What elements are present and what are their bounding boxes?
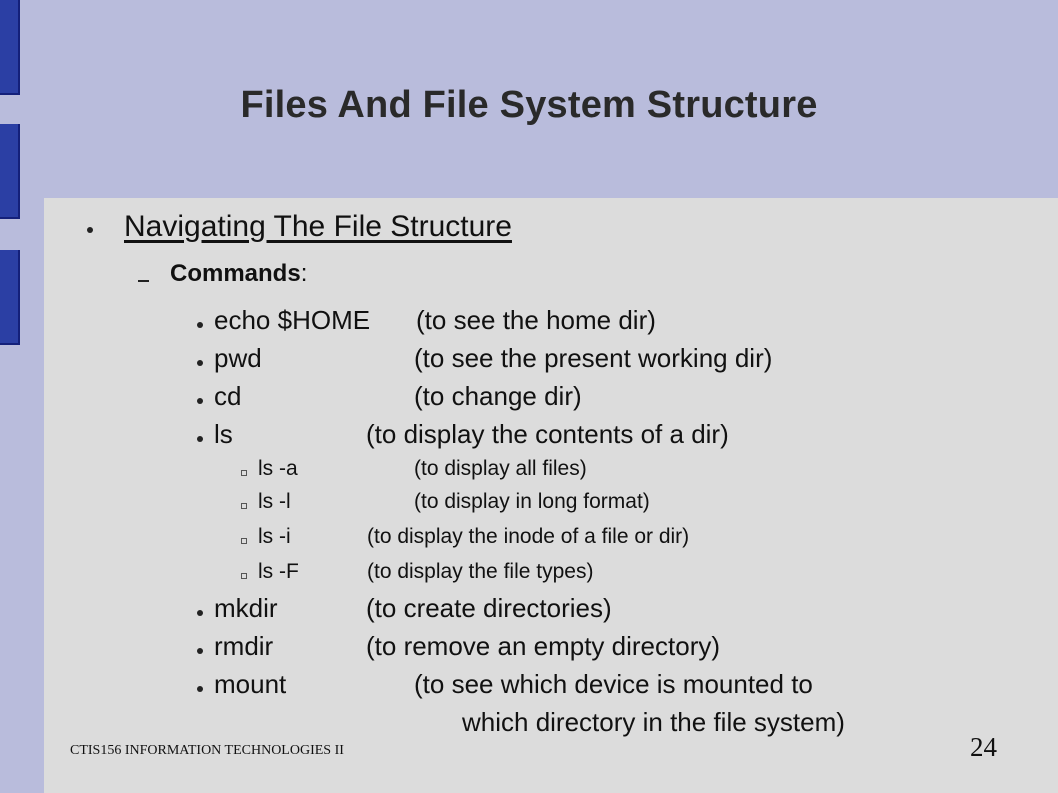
side-bar-decoration-middle — [0, 124, 20, 219]
bullet-dot-icon — [197, 436, 203, 442]
command-name: rmdir — [214, 631, 274, 661]
bullet-dot-icon — [87, 227, 93, 233]
bullet-dot-icon — [197, 648, 203, 654]
option-description: (to display the inode of a file or dir) — [367, 525, 690, 548]
square-bullet-icon — [241, 503, 247, 509]
command-description: (to see which device is mounted to — [414, 669, 813, 699]
bullet-dot-icon — [197, 398, 203, 404]
bullet-dot-icon — [197, 360, 203, 366]
option-name: ls -i — [258, 525, 291, 548]
option-description: (to display the file types) — [367, 560, 594, 583]
bullet-dot-icon — [197, 686, 203, 692]
side-bar-decoration-top — [0, 0, 20, 95]
bullet-dot-icon — [197, 610, 203, 616]
slide-title: Files And File System Structure — [240, 84, 818, 126]
command-name: ls — [214, 419, 233, 449]
command-description: (to remove an empty directory) — [366, 631, 721, 661]
page-number: 24 — [970, 732, 997, 762]
command-description-continued: which directory in the file system) — [462, 707, 845, 737]
command-description: (to see the home dir) — [416, 305, 656, 335]
option-description: (to display all files) — [414, 457, 587, 480]
command-name: pwd — [214, 343, 262, 373]
subheading-commands: Commands: — [170, 260, 308, 287]
command-name: echo $HOME — [214, 305, 371, 335]
square-bullet-icon — [241, 538, 247, 544]
command-name: cd — [214, 381, 242, 411]
footer-course-name: CTIS156 INFORMATION TECHNOLOGIES II — [70, 743, 344, 758]
command-description: (to change dir) — [414, 381, 582, 411]
square-bullet-icon — [241, 470, 247, 476]
square-bullet-icon — [241, 573, 247, 579]
command-description: (to display the contents of a dir) — [366, 419, 729, 449]
section-heading: Navigating The File Structure — [124, 210, 512, 243]
command-name: mkdir — [214, 593, 278, 623]
option-name: ls -l — [258, 490, 291, 513]
option-description: (to display in long format) — [414, 490, 650, 513]
side-bar-decoration-bottom — [0, 250, 20, 345]
command-description: (to create directories) — [366, 593, 612, 623]
option-name: ls -a — [258, 457, 298, 480]
dash-icon — [138, 280, 149, 282]
option-name: ls -F — [258, 560, 299, 583]
command-name: mount — [214, 669, 287, 699]
bullet-dot-icon — [197, 322, 203, 328]
command-description: (to see the present working dir) — [414, 343, 773, 373]
content-panel — [44, 198, 1058, 793]
